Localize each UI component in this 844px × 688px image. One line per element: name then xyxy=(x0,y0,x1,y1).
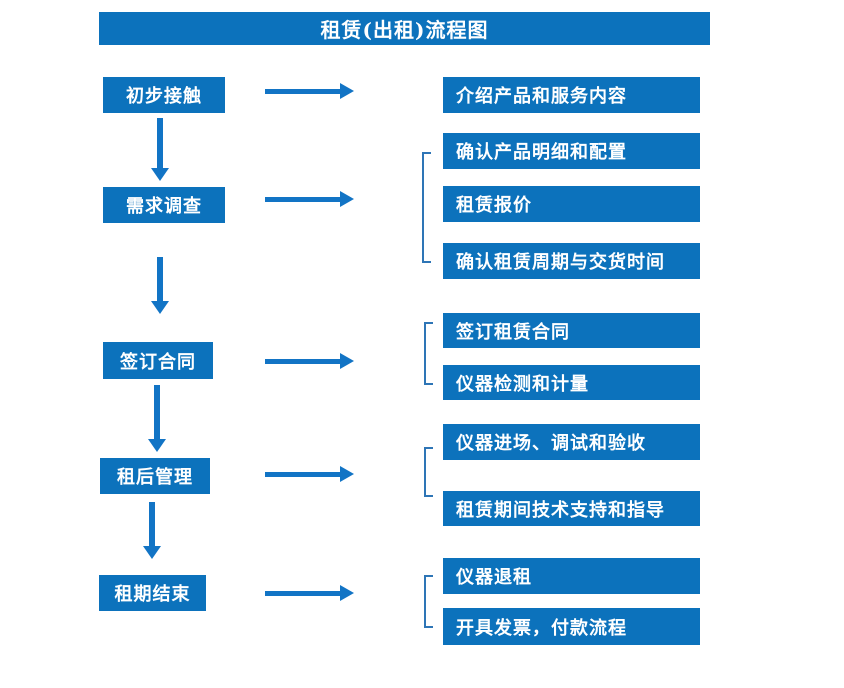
arrow-shaft xyxy=(157,257,163,302)
output-box-sign-rental-contract: 签订租赁合同 xyxy=(443,313,700,348)
arrow-shaft xyxy=(154,385,160,440)
output-label: 仪器退租 xyxy=(456,567,532,588)
stage-box-post-rental-management: 租后管理 xyxy=(100,458,210,494)
output-box-instrument-installation: 仪器进场、调试和验收 xyxy=(443,424,700,460)
stage-box-sign-contract: 签订合同 xyxy=(103,342,213,379)
output-box-rental-quote: 租赁报价 xyxy=(443,186,700,222)
arrow-down-icon xyxy=(151,118,169,181)
output-box-technical-support: 租赁期间技术支持和指导 xyxy=(443,491,700,526)
arrow-head xyxy=(148,439,166,452)
output-label: 介绍产品和服务内容 xyxy=(456,86,627,107)
arrow-shaft xyxy=(149,502,155,547)
output-label: 确认产品明细和配置 xyxy=(456,142,627,163)
arrow-right-icon xyxy=(265,585,354,601)
arrow-shaft xyxy=(265,358,340,364)
arrow-down-icon xyxy=(143,502,161,559)
output-label: 租赁报价 xyxy=(456,195,532,216)
arrow-shaft xyxy=(265,590,340,596)
group-bracket-icon xyxy=(424,322,433,385)
arrow-head xyxy=(340,353,354,369)
output-label: 开具发票，付款流程 xyxy=(456,617,627,639)
arrow-head xyxy=(340,191,354,207)
output-box-introduce-products: 介绍产品和服务内容 xyxy=(443,77,700,113)
arrow-head xyxy=(151,301,169,314)
stage-label: 签订合同 xyxy=(120,351,196,373)
arrow-down-icon xyxy=(148,385,166,452)
arrow-head xyxy=(340,83,354,99)
group-bracket-icon xyxy=(424,447,433,497)
arrow-right-icon xyxy=(265,83,354,99)
output-box-invoice-payment: 开具发票，付款流程 xyxy=(443,608,700,645)
stage-box-rental-end: 租期结束 xyxy=(99,575,206,611)
output-box-instrument-return: 仪器退租 xyxy=(443,558,700,594)
output-label: 仪器进场、调试和验收 xyxy=(456,433,646,454)
arrow-right-icon xyxy=(265,191,354,207)
arrow-shaft xyxy=(265,471,340,477)
diagram-title: 租赁(出租)流程图 xyxy=(320,18,489,42)
output-label: 确认租赁周期与交货时间 xyxy=(456,252,665,273)
arrow-right-icon xyxy=(265,353,354,369)
stage-label: 需求调查 xyxy=(126,196,202,217)
output-label: 仪器检测和计量 xyxy=(456,373,589,395)
arrow-shaft xyxy=(265,196,340,202)
stage-box-initial-contact: 初步接触 xyxy=(103,77,225,113)
output-label: 签订租赁合同 xyxy=(456,321,570,343)
arrow-head xyxy=(340,585,354,601)
arrow-head xyxy=(143,546,161,559)
arrow-head xyxy=(151,168,169,181)
stage-label: 租期结束 xyxy=(114,584,191,605)
arrow-shaft xyxy=(265,88,340,94)
output-box-confirm-rental-period: 确认租赁周期与交货时间 xyxy=(443,243,700,279)
group-bracket-icon xyxy=(424,575,433,628)
output-label: 租赁期间技术支持和指导 xyxy=(456,499,665,521)
diagram-title-bar: 租赁(出租)流程图 xyxy=(99,12,710,45)
stage-label: 初步接触 xyxy=(126,86,202,107)
arrow-down-icon xyxy=(151,257,169,314)
stage-box-needs-survey: 需求调查 xyxy=(103,187,225,223)
arrow-head xyxy=(340,466,354,482)
output-box-confirm-product-details: 确认产品明细和配置 xyxy=(443,133,700,169)
output-box-instrument-testing: 仪器检测和计量 xyxy=(443,365,700,400)
stage-label: 租后管理 xyxy=(117,467,193,488)
arrow-shaft xyxy=(157,118,163,169)
arrow-right-icon xyxy=(265,466,354,482)
group-bracket-icon xyxy=(422,152,431,263)
